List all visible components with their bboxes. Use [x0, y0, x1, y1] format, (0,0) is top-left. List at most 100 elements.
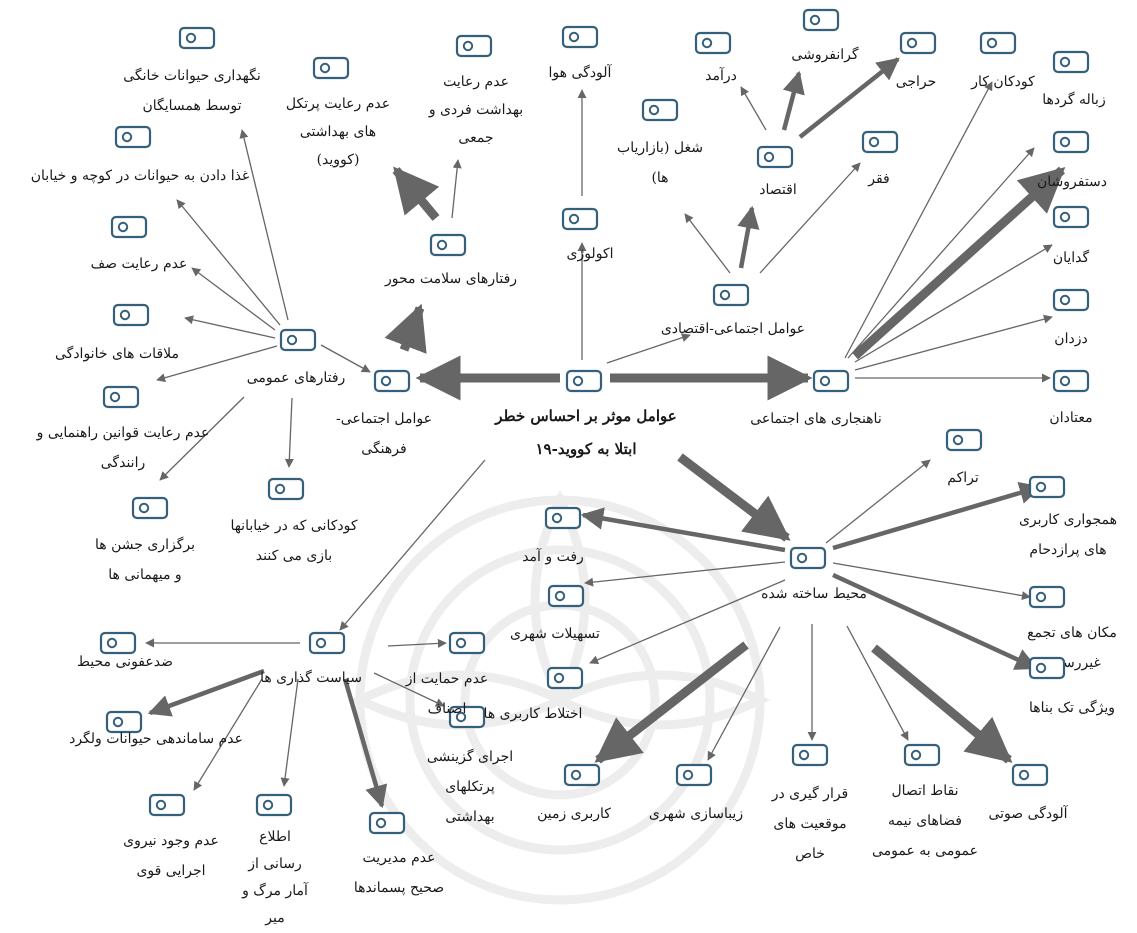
node-toggle-icon[interactable]: [561, 207, 599, 231]
node-toggle-icon[interactable]: [789, 546, 827, 570]
node-social-anomie[interactable]: ناهنجاری های اجتماعی: [750, 369, 882, 427]
node-poverty[interactable]: فقر: [861, 130, 899, 187]
node-toggle-icon[interactable]: [148, 793, 186, 817]
node-toggle-icon[interactable]: [1052, 50, 1090, 74]
node-thieves[interactable]: دزدان: [1052, 288, 1090, 347]
node-hawking[interactable]: حراجی: [896, 31, 937, 90]
node-toggle-icon[interactable]: [802, 8, 840, 32]
node-toggle-icon[interactable]: [455, 34, 493, 58]
node-stray-animals[interactable]: عدم ساماندهی حیوانات ولگرد: [69, 710, 243, 747]
node-public-behav[interactable]: رفتارهای عمومی: [247, 328, 346, 386]
node-toggle-icon[interactable]: [373, 369, 411, 393]
node-feeding[interactable]: غذا دادن به حیوانات در کوچه و خیابان: [31, 125, 250, 184]
node-label: اختلاط کاربری ها: [484, 706, 583, 722]
node-toggle-icon[interactable]: [979, 31, 1017, 55]
node-toggle-icon[interactable]: [544, 506, 582, 530]
node-socio-cultural[interactable]: عوامل اجتماعی-فرهنگی: [336, 369, 432, 457]
node-beautify[interactable]: زیباسازی شهری: [649, 763, 743, 822]
node-toggle-icon[interactable]: [1028, 656, 1066, 680]
node-toggle-icon[interactable]: [255, 793, 293, 817]
node-peddlers[interactable]: دستفروشان: [1037, 130, 1107, 190]
node-air-pollution[interactable]: آلودگی هوا: [549, 25, 613, 81]
node-price-gouging[interactable]: گرانفروشی: [791, 8, 859, 63]
node-toggle-icon[interactable]: [546, 666, 584, 690]
node-toggle-icon[interactable]: [1052, 369, 1090, 393]
node-toggle-icon[interactable]: [105, 710, 143, 734]
node-toggle-icon[interactable]: [903, 743, 941, 767]
node-toggle-icon[interactable]: [565, 369, 603, 393]
node-toggle-icon[interactable]: [110, 215, 148, 239]
node-single-build[interactable]: ویژگی تک بناها: [1028, 656, 1115, 716]
node-disinfection[interactable]: ضدعفونی محیط: [77, 631, 173, 670]
node-toggle-icon[interactable]: [448, 631, 486, 655]
node-toggle-icon[interactable]: [368, 811, 406, 835]
node-toggle-icon[interactable]: [712, 283, 750, 307]
node-mixed-use[interactable]: اختلاط کاربری ها: [484, 666, 584, 722]
node-built-env[interactable]: محیط ساخته شده: [761, 546, 867, 602]
node-density[interactable]: تراکم: [945, 428, 983, 486]
node-scavengers[interactable]: زباله گردها: [1042, 50, 1106, 108]
node-socio-econ[interactable]: عوامل اجتماعی-اقتصادی: [661, 283, 805, 337]
node-land-use[interactable]: کاربری زمین: [537, 763, 611, 822]
node-toggle-icon[interactable]: [102, 385, 140, 409]
node-toggle-icon[interactable]: [99, 631, 137, 655]
node-toggle-icon[interactable]: [1011, 763, 1049, 787]
node-toggle-icon[interactable]: [547, 584, 585, 608]
node-economy[interactable]: اقتصاد: [756, 145, 797, 198]
node-toggle-icon[interactable]: [812, 369, 850, 393]
node-toggle-icon[interactable]: [791, 743, 829, 767]
node-toggle-icon[interactable]: [1052, 205, 1090, 229]
node-toggle-icon[interactable]: [694, 31, 732, 55]
node-income[interactable]: درآمد: [694, 31, 737, 84]
node-toggle-icon[interactable]: [448, 705, 486, 729]
node-toggle-icon[interactable]: [641, 98, 679, 122]
node-toggle-icon[interactable]: [675, 763, 713, 787]
node-toggle-icon[interactable]: [861, 130, 899, 154]
node-toggle-icon[interactable]: [899, 31, 937, 55]
node-toggle-icon[interactable]: [1028, 475, 1066, 499]
node-toggle-icon[interactable]: [429, 233, 467, 257]
node-addicts[interactable]: معتادان: [1049, 369, 1093, 426]
node-toggle-icon[interactable]: [112, 303, 150, 327]
node-toggle-icon[interactable]: [1028, 585, 1066, 609]
node-policy[interactable]: سیاست گذاری ها: [260, 631, 362, 686]
node-child-labor[interactable]: کودکان کار: [970, 31, 1035, 90]
node-toggle-icon[interactable]: [1052, 130, 1090, 154]
node-health-behav[interactable]: رفتارهای سلامت محور: [384, 233, 517, 287]
node-queue[interactable]: عدم رعایت صف: [91, 215, 188, 272]
node-toggle-icon[interactable]: [114, 125, 152, 149]
node-toggle-icon[interactable]: [563, 763, 601, 787]
node-facilities[interactable]: تسهیلات شهری: [510, 584, 600, 642]
node-toggle-icon[interactable]: [267, 477, 305, 501]
node-toggle-icon[interactable]: [945, 428, 983, 452]
node-beggars[interactable]: گدایان: [1052, 205, 1090, 266]
node-toggle-icon[interactable]: [178, 26, 216, 50]
node-toggle-icon[interactable]: [561, 25, 599, 49]
node-toggle-icon[interactable]: [312, 56, 350, 80]
node-family-visits[interactable]: ملاقات های خانوادگی: [55, 303, 179, 362]
node-toggle-icon[interactable]: [131, 496, 169, 520]
node-ecology[interactable]: اکولوژی: [561, 207, 614, 262]
node-toggle-icon[interactable]: [279, 328, 317, 352]
node-noise[interactable]: آلودگی صوتی: [988, 763, 1069, 822]
node-toggle-icon[interactable]: [1052, 288, 1090, 312]
node-toggle-icon[interactable]: [756, 145, 794, 169]
node-commute[interactable]: رفت و آمد: [522, 506, 584, 565]
node-toggle-icon[interactable]: [308, 631, 346, 655]
